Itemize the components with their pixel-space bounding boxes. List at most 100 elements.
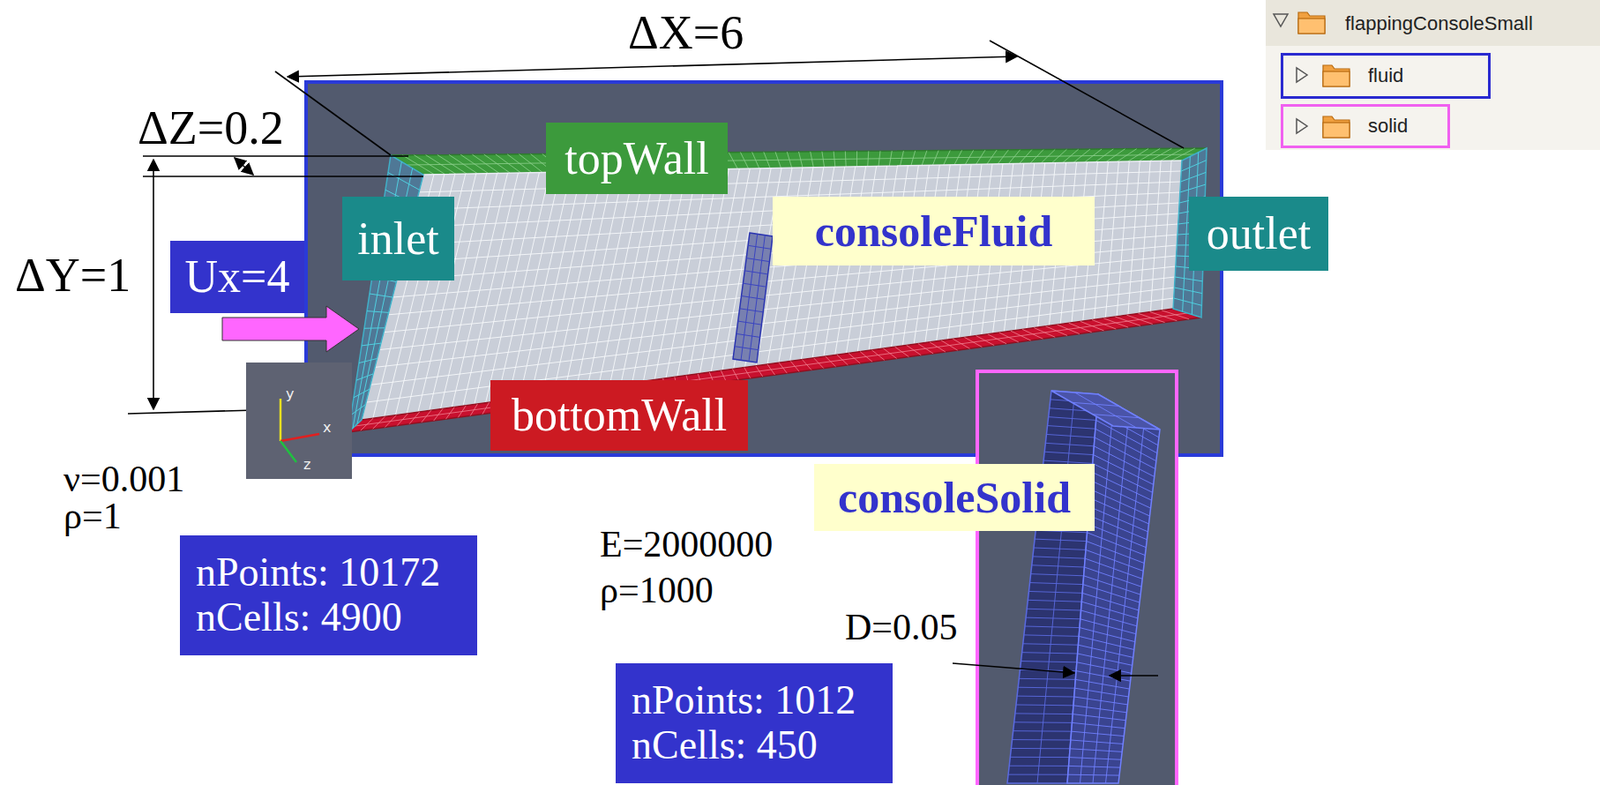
tree-item: solid	[1280, 104, 1451, 149]
mesh-line	[1083, 584, 1140, 603]
dimension-lines	[127, 40, 1184, 676]
property-label: ν=0.001	[63, 458, 185, 500]
node-text: nCells: 450	[631, 723, 818, 769]
node-text: consoleSolid	[837, 473, 1071, 523]
property-label: ρ=1000	[599, 569, 714, 611]
mesh-line	[1085, 549, 1144, 571]
mesh-line	[1016, 695, 1075, 698]
mesh-line	[1024, 626, 1080, 629]
mesh-line	[1091, 471, 1152, 501]
mesh-line	[1173, 287, 1202, 294]
node-text: nPoints: 10172	[195, 550, 441, 596]
boundary-value: Ux=4	[170, 240, 305, 314]
mesh-line	[1081, 601, 1138, 619]
tree-item: fluid	[1280, 52, 1491, 99]
mesh-line	[1077, 653, 1133, 666]
node-text: Ux=4	[185, 251, 291, 302]
patch-label: outlet	[1188, 196, 1329, 271]
mesh-line	[1012, 739, 1071, 741]
solid-mesh	[1007, 390, 1160, 784]
mesh-line	[1080, 619, 1137, 635]
mesh-line	[1082, 592, 1139, 611]
mesh-line	[1069, 757, 1122, 761]
mesh-line	[366, 311, 389, 314]
mesh-line	[356, 373, 374, 381]
mesh-line	[734, 346, 759, 351]
mesh-line	[358, 358, 378, 364]
mesh-line	[1048, 417, 1097, 421]
mesh-stats: nPoints: 10172nCells: 4900	[179, 535, 478, 656]
axis-label: y	[285, 386, 294, 403]
mesh-line	[364, 327, 385, 329]
mesh-line	[1095, 428, 1157, 461]
folder-icon	[1298, 12, 1325, 34]
mesh-line	[1086, 541, 1144, 564]
axis-label: x	[322, 419, 331, 436]
mesh-line	[1026, 608, 1081, 611]
mesh-line	[1094, 437, 1156, 470]
expand-triangle	[1273, 14, 1288, 27]
dimension-label: ΔX=6	[628, 7, 744, 60]
axis-lines	[280, 398, 320, 463]
mesh-line	[1181, 171, 1207, 182]
mesh-line	[1072, 714, 1126, 721]
mesh-stats: nPoints: 1012nCells: 450	[615, 663, 893, 784]
mesh-line	[1031, 565, 1085, 568]
mesh-line	[1076, 662, 1132, 673]
tree-item: flappingConsoleSmall	[1336, 5, 1546, 43]
mesh-line	[1009, 765, 1069, 767]
mesh-line	[1070, 740, 1123, 744]
patch-label: bottomWall	[490, 380, 748, 451]
node-text: nPoints: 1012	[631, 678, 856, 724]
mesh-line	[1024, 635, 1079, 637]
mesh-line	[1081, 610, 1137, 627]
mesh-line	[1181, 160, 1206, 172]
mesh-line	[1016, 704, 1074, 707]
mesh-line	[1071, 731, 1125, 736]
mesh-line	[1090, 489, 1150, 516]
axis-triad	[246, 362, 352, 479]
mesh-line	[1008, 774, 1069, 776]
mesh-line	[1046, 433, 1095, 438]
mesh-line	[1075, 687, 1129, 697]
mesh-line	[736, 333, 761, 337]
mesh-line	[374, 276, 1175, 367]
mesh-line	[353, 388, 370, 398]
mesh-line	[746, 258, 770, 262]
mesh-line	[1093, 455, 1154, 486]
mesh-line	[1018, 678, 1076, 680]
mesh-line	[1071, 722, 1125, 728]
mesh-line	[1022, 652, 1078, 654]
mesh-line	[1033, 547, 1086, 550]
mesh-line	[1075, 392, 1137, 428]
mesh-line	[1093, 446, 1154, 478]
mesh-line	[1069, 748, 1122, 753]
mesh-line	[1173, 298, 1203, 306]
node-text: bottomWall	[511, 389, 727, 441]
mesh-line	[1013, 730, 1072, 733]
tree-panel	[1265, 0, 1600, 150]
mesh-line	[1028, 590, 1083, 593]
property-label: ρ=1	[63, 495, 122, 537]
patch-label: inlet	[342, 196, 455, 281]
node-text: fluid	[1368, 65, 1404, 87]
mesh-line	[1009, 756, 1070, 758]
mesh-line	[418, 171, 1182, 193]
mesh-line	[740, 308, 764, 313]
mesh-line	[1043, 460, 1093, 464]
mesh-line	[1037, 392, 1076, 784]
mesh-face	[1067, 394, 1160, 784]
node-text: consoleFluid	[814, 207, 1053, 256]
mesh-line	[1010, 747, 1070, 749]
mesh-line	[1073, 705, 1127, 713]
axis-label: z	[303, 456, 311, 473]
mesh-line	[1084, 575, 1141, 595]
mesh-line	[1087, 532, 1146, 556]
dimension-label: D=0.05	[844, 606, 958, 648]
mesh-line	[1084, 567, 1142, 587]
mesh-face	[732, 232, 773, 363]
mesh-line	[1074, 696, 1129, 705]
node-text: nCells: 4900	[195, 595, 403, 641]
collapse-triangle	[1296, 119, 1308, 134]
mesh-line	[747, 245, 771, 249]
